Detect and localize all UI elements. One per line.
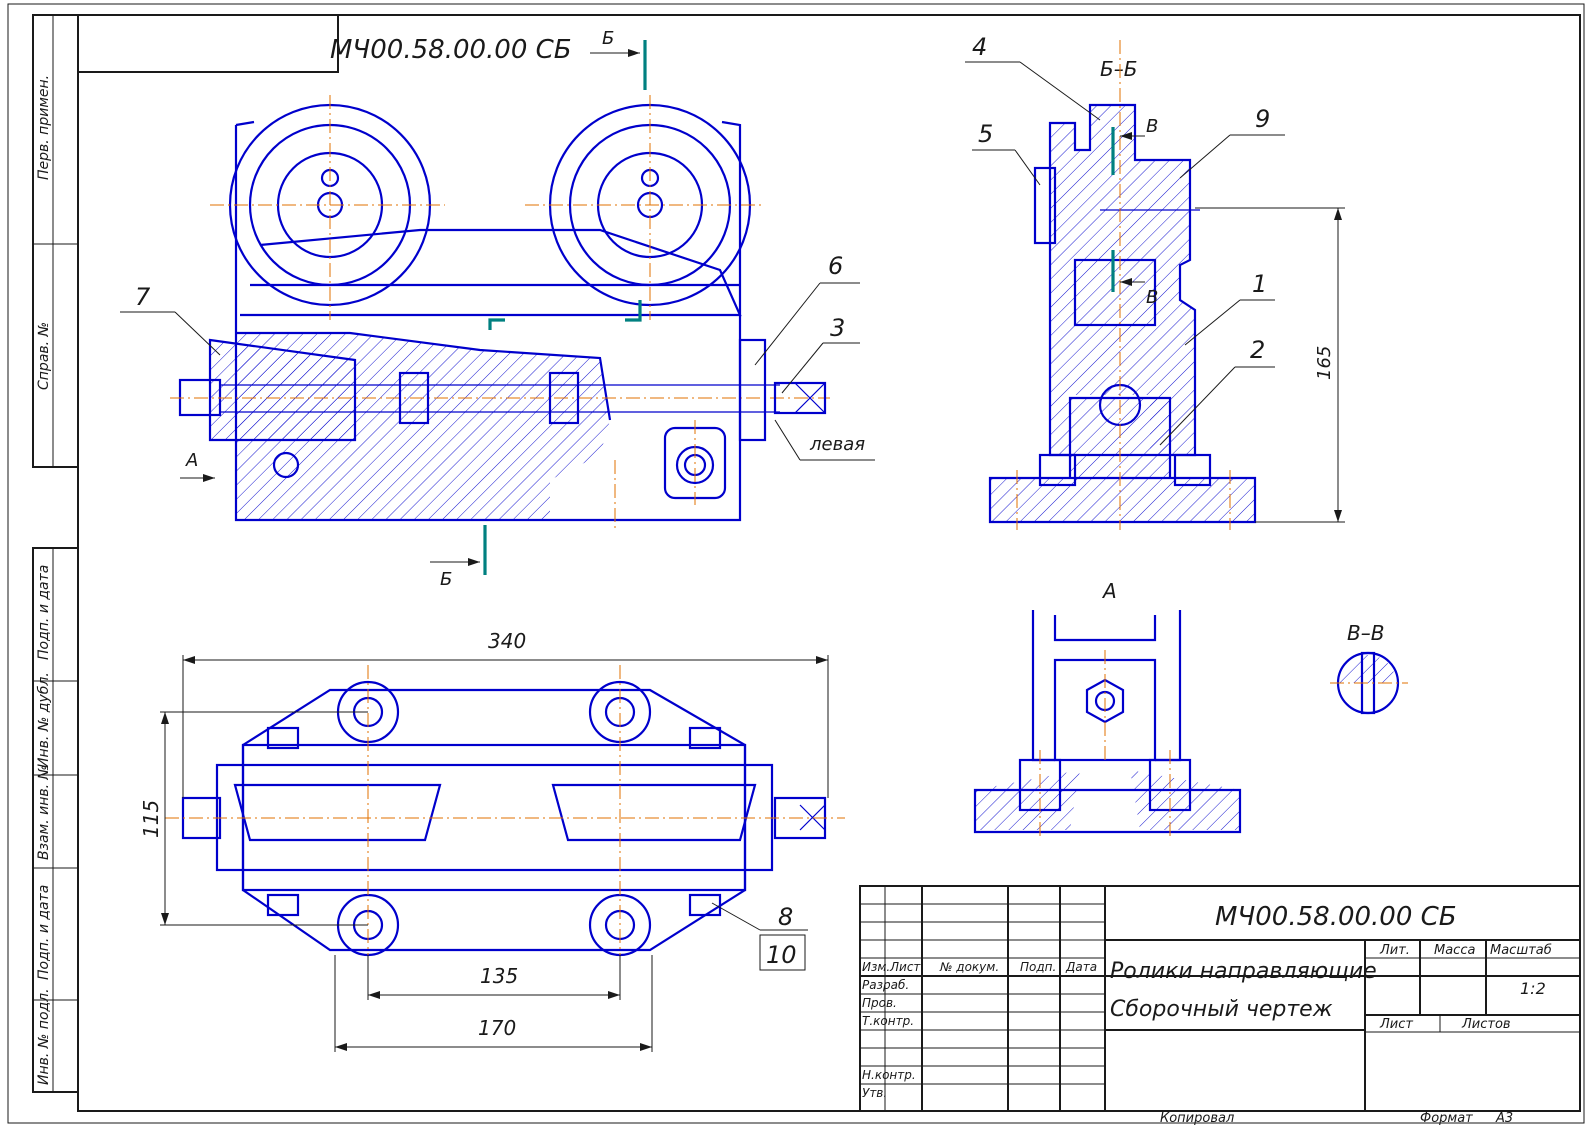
col-doc: № докум. bbox=[939, 960, 999, 974]
row-nkontr: Н.контр. bbox=[862, 1068, 916, 1082]
section-bb-title: Б–Б bbox=[1100, 57, 1137, 81]
position-7: 7 bbox=[135, 283, 151, 311]
strip-vzam-inv: Взам. инв. № bbox=[36, 765, 52, 860]
format-label: Формат bbox=[1420, 1111, 1473, 1126]
view-a-title: А bbox=[1101, 579, 1117, 603]
scale-value: 1:2 bbox=[1520, 979, 1546, 998]
dim-115: 115 bbox=[139, 800, 163, 838]
title-name-line1: Ролики направляющие bbox=[1110, 959, 1377, 984]
position-8: 8 bbox=[778, 903, 793, 931]
mirrored-designation-box: МЧ00.58.00.00 СБ bbox=[77, 14, 572, 73]
view-a: А bbox=[973, 579, 1242, 840]
position-2: 2 bbox=[1250, 336, 1265, 364]
strip-sprav-no: Справ. № bbox=[36, 322, 52, 390]
title-name-line2: Сборочный чертеж bbox=[1110, 997, 1333, 1022]
sheet-outer-border bbox=[7, 3, 1585, 1124]
label-list: Лист bbox=[1379, 1017, 1413, 1032]
dim-165: 165 bbox=[1314, 346, 1335, 380]
left-thread-note: левая bbox=[809, 434, 865, 455]
dim-135: 135 bbox=[480, 964, 518, 988]
strip-inv-dubl: Инв. № дубл. bbox=[36, 672, 52, 768]
col-date: Дата bbox=[1065, 960, 1097, 974]
plan-view: 340 115 135 170 8 10 bbox=[139, 629, 845, 1052]
row-prov: Пров. bbox=[862, 996, 897, 1010]
view-a-arrow-label: А bbox=[185, 450, 198, 471]
cut-label-v-bottom: В bbox=[1146, 287, 1158, 308]
position-5: 5 bbox=[978, 120, 993, 148]
strip-inv-podl: Инв. № подл. bbox=[36, 988, 52, 1085]
strip-podp-data-2: Подп. и дата bbox=[36, 885, 52, 980]
row-razrab: Разраб. bbox=[862, 978, 909, 992]
position-3: 3 bbox=[830, 314, 845, 342]
front-view: Б Б А 7 6 3 левая bbox=[120, 28, 875, 590]
position-4: 4 bbox=[972, 33, 987, 61]
position-10: 10 bbox=[766, 941, 797, 969]
copied-label: Копировал bbox=[1160, 1111, 1234, 1126]
title-block: МЧ00.58.00.00 СБ Ролики направляющие Сбо… bbox=[859, 885, 1581, 1126]
row-tkontr: Т.контр. bbox=[862, 1014, 914, 1028]
position-9: 9 bbox=[1255, 105, 1270, 133]
section-bb: Б–Б В В 165 4 5 bbox=[965, 33, 1345, 530]
strip-perv-primen: Перв. примен. bbox=[36, 75, 52, 180]
format-value: А3 bbox=[1495, 1111, 1513, 1126]
position-1: 1 bbox=[1252, 270, 1267, 298]
mirrored-designation: МЧ00.58.00.00 СБ bbox=[330, 35, 572, 65]
label-listov: Листов bbox=[1461, 1017, 1511, 1032]
position-6: 6 bbox=[828, 252, 843, 280]
dim-170: 170 bbox=[478, 1016, 516, 1040]
left-strip: Перв. примен. Справ. № Подп. и дата Инв.… bbox=[32, 14, 79, 1093]
dim-340: 340 bbox=[488, 629, 526, 653]
col-izm: Изм. bbox=[862, 960, 890, 974]
sheet-frame bbox=[77, 14, 1581, 1112]
col-list: Лист bbox=[889, 960, 921, 974]
section-vv-title: В–В bbox=[1347, 621, 1384, 645]
cut-label-b-top: Б bbox=[602, 28, 614, 49]
cut-label-v-top: В bbox=[1146, 116, 1158, 137]
label-lit: Лит. bbox=[1379, 943, 1410, 958]
row-utv: Утв. bbox=[862, 1086, 887, 1100]
label-massa: Масса bbox=[1434, 943, 1475, 958]
title-designation: МЧ00.58.00.00 СБ bbox=[1215, 902, 1457, 932]
section-vv: В–В bbox=[1330, 621, 1408, 715]
strip-podp-data-1: Подп. и дата bbox=[36, 565, 52, 660]
col-sign: Подп. bbox=[1020, 960, 1056, 974]
cut-label-b-bottom: Б bbox=[440, 569, 452, 590]
label-masshtab: Масштаб bbox=[1490, 943, 1552, 958]
